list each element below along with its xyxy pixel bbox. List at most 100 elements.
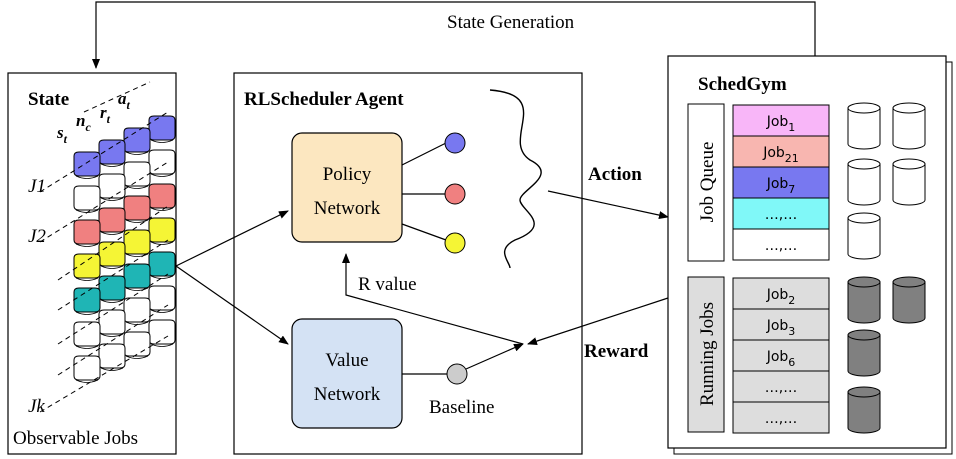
action-distribution-curve [489,89,542,269]
node-cylinder-top [892,276,926,288]
queue-job-cell [732,166,830,199]
running-job-name: Job3 [766,318,796,338]
running-jobs-label-box [687,276,725,433]
queue-job-cell [732,228,830,261]
job-queue-label: Job Queue [697,142,718,223]
row-guide-dashed-line [57,273,169,345]
job-feature-cell [98,241,126,267]
baseline-node [446,363,468,385]
job-feature-cell [98,207,126,233]
job-feature-cell-edge [100,197,124,201]
job-feature-cell [98,309,126,335]
row-guide-dashed-line [57,205,169,281]
node-cylinder [847,334,881,377]
running-jobs-label: Running Jobs [697,302,718,406]
job-feature-cell-edge [100,231,124,235]
job-feature-cell-edge [75,243,99,247]
job-feature-cell [98,139,126,165]
reward-label: Reward [584,341,649,362]
row-guide-dashed-line [39,161,169,243]
node-cylinder-top [847,212,881,224]
feature-label-r: rt [100,103,111,126]
node-cylinder [892,281,926,324]
agent-title: RLScheduler Agent [244,89,404,110]
reward-arrow [527,297,669,345]
policy-output-node-red [444,183,466,205]
running-job-cell [732,401,830,434]
job-feature-cell [123,297,151,323]
queue-job-name: Job7 [766,176,796,196]
job-feature-cell-edge [125,287,149,291]
job-feature-cell [98,343,126,369]
job-feature-cell [123,127,151,153]
running-job-name: …,… [765,411,797,427]
job-feature-cell [148,319,176,345]
job-feature-cell-edge [150,343,174,347]
policy-network-box [291,132,403,243]
job-feature-cell-edge [150,241,174,245]
node-cylinder-top [847,329,881,341]
feature-label-n: nc [76,111,91,134]
node-cylinder [847,391,881,434]
row-label-j2: J2 [28,226,46,247]
job-queue-label-box [687,103,725,262]
state-to-policy-arrow [175,210,289,267]
schedgym-title: SchedGym [698,74,787,95]
feature-label-s: st [56,123,68,146]
job-feature-cell-edge [150,207,174,211]
node-cylinder [847,281,881,324]
job-feature-cell [73,355,101,381]
job-feature-cell-edge [75,379,99,383]
policy-network-label-line1: Policy [323,164,372,185]
value-network-box [291,318,403,429]
job-feature-cell [98,173,126,199]
node-cylinder-top [892,158,926,170]
running-job-name: …,… [765,380,797,396]
job-feature-cell-edge [100,163,124,167]
action-arrow [547,190,669,220]
node-cylinder-top [847,386,881,398]
job-feature-cell-edge [150,275,174,279]
job-feature-cell [123,195,151,221]
row-guide-dashed-line [57,304,169,376]
cluster-nodes [847,102,926,434]
state-generation-arrow [92,1,816,69]
baseline-to-reward-arrow [465,343,524,370]
observable-jobs-label: Observable Jobs [13,428,138,449]
r-value-label: R value [358,274,417,295]
policy-output-link-1 [401,142,447,166]
job-feature-cell-edge [100,299,124,303]
row-guide-dashed-line [57,239,169,311]
job-feature-cell-edge [150,309,174,313]
row-guide-dashed-line [39,111,169,193]
job-feature-cell [73,185,101,211]
job-feature-cell-edge [125,355,149,359]
job-feature-cell-edge [75,175,99,179]
node-cylinder-top [847,102,881,114]
running-jobs-list: Job2Job3Job6…,……,… [732,277,830,434]
node-cylinder [892,107,926,150]
job-feature-cell-edge [150,139,174,143]
node-cylinder-top [847,276,881,288]
job-feature-cell [148,285,176,311]
job-feature-cell-edge [75,345,99,349]
node-cylinder-top [847,158,881,170]
job-feature-cell [73,321,101,347]
job-feature-cell [148,149,176,175]
job-feature-cell-edge [75,311,99,315]
job-feature-cell [123,331,151,357]
queue-job-name: …,… [765,238,797,254]
node-cylinder [847,107,881,150]
feature-label-a: at [118,89,131,112]
job-feature-cell [148,183,176,209]
queue-job-name: Job21 [762,145,799,165]
job-feature-cell [148,251,176,277]
job-feature-cell-edge [100,367,124,371]
job-feature-grid [39,81,176,413]
state-generation-label: State Generation [447,12,575,33]
running-job-name: Job6 [766,349,796,369]
job-feature-cell [123,161,151,187]
r-value-arrow [342,253,524,345]
state-to-value-arrow [175,265,289,345]
job-feature-cell [123,229,151,255]
